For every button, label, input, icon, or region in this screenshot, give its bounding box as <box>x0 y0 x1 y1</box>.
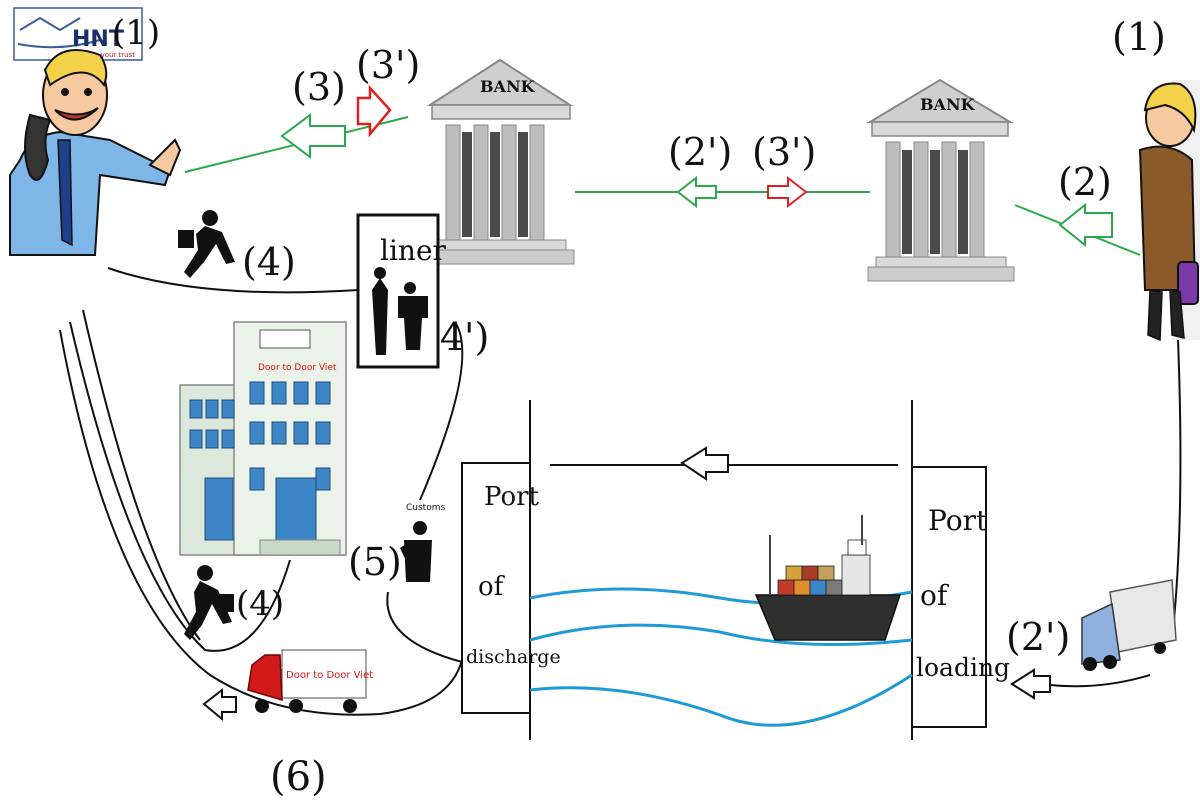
truck-delivery: Door to Door Viet <box>247 649 373 713</box>
port-loading-line1: Port <box>928 504 988 537</box>
port-of-loading: Port of loading <box>911 466 1010 728</box>
red-arrow-3p-banks <box>767 175 808 209</box>
bank-left-label: BANK <box>480 77 536 96</box>
port-discharge-line2: of <box>478 572 506 602</box>
label-step4-top: (4) <box>242 240 296 284</box>
seller-figure <box>1138 80 1200 342</box>
label-step2p-loading: (2') <box>1006 615 1070 659</box>
label-step3: (3) <box>292 65 346 109</box>
label-step2p-banks: (2') <box>668 130 732 174</box>
label-step4-bottom: (4) <box>236 584 284 624</box>
red-arrow-3p-left <box>356 84 392 138</box>
building-sign: Door to Door Viet <box>258 363 337 373</box>
bank-right-label: BANK <box>920 95 976 114</box>
port-discharge-line3: discharge <box>466 646 561 668</box>
black-arrow-delivery <box>202 687 237 722</box>
truck-loading <box>1081 579 1177 671</box>
customs-label: Customs <box>406 503 445 513</box>
label-step5: (5) <box>348 540 402 584</box>
bank-right: BANK <box>866 78 1015 282</box>
logo-tagline: We are your trust <box>74 51 135 59</box>
container-ship <box>754 515 902 641</box>
black-arrow-loading <box>1010 668 1051 700</box>
buyer-figure <box>9 49 182 256</box>
label-step6: (6) <box>270 754 327 800</box>
runner-icon-top <box>178 210 235 278</box>
truck-sign: Door to Door Viet <box>286 670 373 681</box>
liner-office: liner <box>356 213 447 369</box>
customs-officer-icon: Customs <box>400 503 445 582</box>
label-step1-right: (1) <box>1112 15 1166 59</box>
label-step3p-banks: (3') <box>752 130 816 174</box>
label-step2: (2) <box>1058 160 1112 204</box>
bank-left: BANK <box>426 58 575 265</box>
liner-label: liner <box>380 234 447 267</box>
port-of-discharge: Port of discharge <box>461 462 561 714</box>
logo-text: HNT <box>72 27 124 52</box>
green-arrow-3 <box>280 113 346 159</box>
runner-icon-bottom <box>184 565 234 640</box>
green-arrow-2p <box>676 175 717 209</box>
green-arrow-2 <box>1058 202 1113 248</box>
black-arrow-sea <box>680 446 729 481</box>
port-loading-line2: of <box>920 579 950 612</box>
port-loading-line3: loading <box>916 653 1010 682</box>
label-step3p-left: (3') <box>356 43 420 87</box>
port-discharge-line1: Port <box>484 482 540 512</box>
consignee-building: Door to Door Viet <box>179 321 347 556</box>
label-step1-left: (1) <box>112 13 160 53</box>
